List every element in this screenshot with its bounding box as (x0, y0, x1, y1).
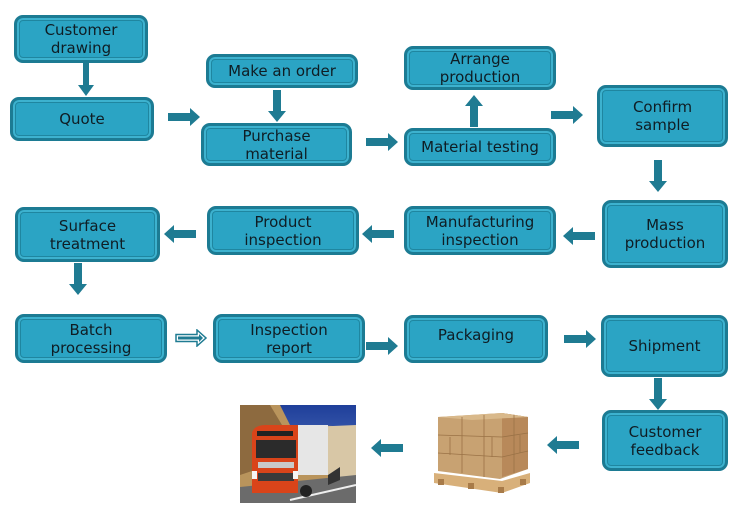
node-batch-processing: Batch processing (15, 314, 167, 363)
node-label: Batch processing (50, 320, 132, 357)
node-label: Arrange production (439, 50, 521, 86)
arrow-right-outline-icon (175, 329, 207, 347)
arrow-left-icon (563, 227, 595, 245)
node-product-inspection: Product inspection (207, 206, 359, 255)
arrow-down-icon (69, 263, 87, 295)
node-label: Mass production (624, 216, 706, 252)
node-label: Material testing (421, 138, 539, 156)
node-material-testing: Material testing (404, 128, 556, 166)
node-label: Quote (59, 110, 105, 128)
arrow-down-icon (649, 160, 667, 192)
arrow-right-icon (551, 106, 583, 124)
node-packaging: Packaging (404, 315, 548, 363)
node-label: Packaging (437, 326, 515, 344)
node-label: Make an order (228, 62, 336, 80)
arrow-right-icon (168, 108, 200, 126)
node-label: Purchase material (242, 126, 311, 163)
arrow-up-icon (465, 95, 483, 127)
arrow-down-icon (649, 378, 667, 410)
node-quote: Quote (10, 97, 154, 141)
node-label: Confirm sample (632, 98, 693, 134)
node-label: Product inspection (244, 212, 322, 249)
node-label: Surface treatment (49, 216, 126, 253)
arrow-right-icon (366, 133, 398, 151)
node-make-an-order: Make an order (206, 54, 358, 88)
node-shipment: Shipment (601, 315, 728, 377)
node-arrange-production: Arrange production (404, 46, 556, 90)
truck-image (240, 405, 356, 503)
node-manufacturing-inspection: Manufacturing inspection (404, 206, 556, 255)
node-label: Inspection report (250, 320, 328, 357)
arrow-left-icon (547, 436, 579, 454)
node-label: Customer feedback (628, 422, 702, 459)
arrow-down-icon (78, 63, 94, 96)
node-inspection-report: Inspection report (213, 314, 365, 363)
arrow-right-icon (564, 330, 596, 348)
node-customer-feedback: Customer feedback (602, 410, 728, 471)
node-purchase-material: Purchase material (201, 123, 352, 166)
arrow-left-icon (362, 225, 394, 243)
node-label: Shipment (628, 337, 701, 355)
node-customer-drawing: Customer drawing (14, 15, 148, 63)
arrow-left-icon (371, 439, 403, 457)
arrow-down-icon (268, 90, 286, 122)
node-confirm-sample: Confirm sample (597, 85, 728, 147)
arrow-left-icon (164, 225, 196, 243)
pallet-image (434, 413, 530, 493)
node-surface-treatment: Surface treatment (15, 207, 160, 262)
arrow-right-icon (366, 337, 398, 355)
node-mass-production: Mass production (602, 200, 728, 268)
node-label: Customer drawing (44, 21, 118, 57)
node-label: Manufacturing inspection (425, 212, 535, 249)
